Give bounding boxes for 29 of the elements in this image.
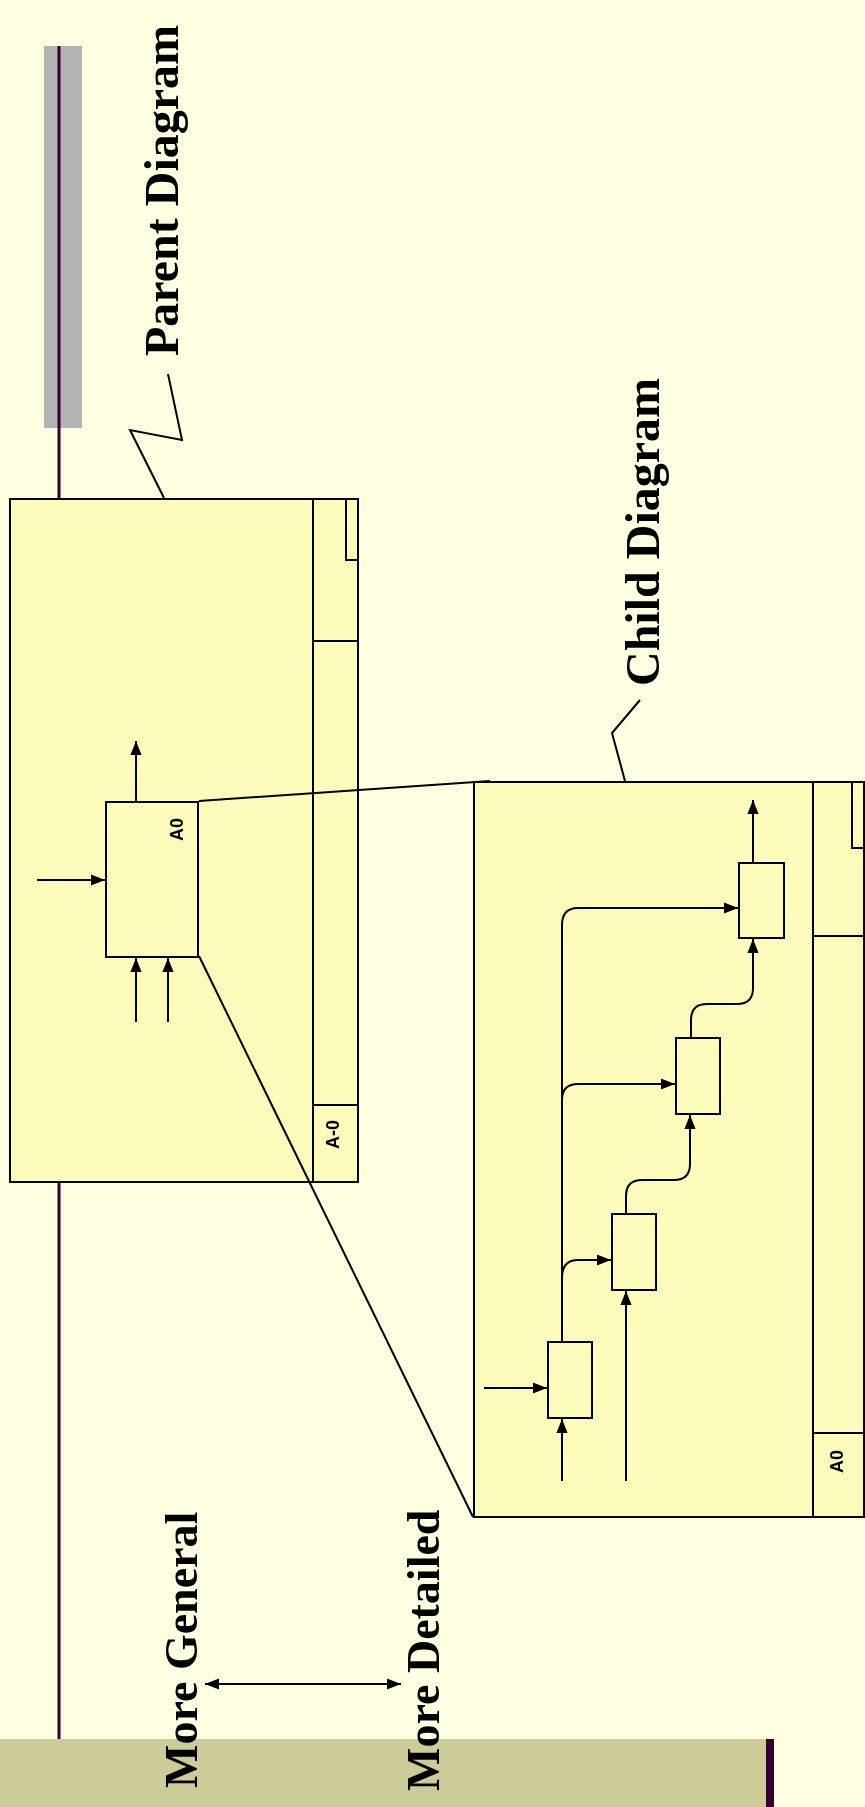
node-number: A0 — [828, 1450, 846, 1473]
arrow — [130, 957, 142, 1023]
arrow — [620, 1290, 632, 1482]
leader-line — [610, 699, 641, 782]
parent-diagram-frame — [9, 498, 359, 1183]
leader-line — [128, 373, 184, 499]
scale-label: More General — [159, 1503, 205, 1797]
arrow — [483, 1382, 548, 1394]
diagram-title: Child Diagram — [619, 363, 667, 700]
arrow — [747, 799, 759, 863]
scale-label: More Detailed — [401, 1503, 447, 1797]
arrow — [36, 874, 106, 886]
arrow — [162, 957, 174, 1023]
zoom-line — [198, 780, 491, 802]
zoom-line — [198, 955, 474, 1518]
activity-box — [675, 1037, 721, 1115]
diagram-title: Parent Diagram — [138, 6, 186, 374]
activity-box — [611, 1213, 657, 1291]
node-number: A0 — [168, 818, 186, 841]
arrow — [556, 1418, 568, 1482]
arrow — [690, 938, 759, 1038]
arrow — [625, 1114, 696, 1214]
double-arrow — [204, 1678, 402, 1690]
activity-box — [105, 801, 199, 958]
activity-box — [547, 1341, 593, 1419]
child-diagram-frame — [473, 781, 865, 1518]
activity-box — [738, 862, 785, 939]
node-number: A-0 — [324, 1120, 342, 1149]
arrow — [130, 740, 142, 802]
